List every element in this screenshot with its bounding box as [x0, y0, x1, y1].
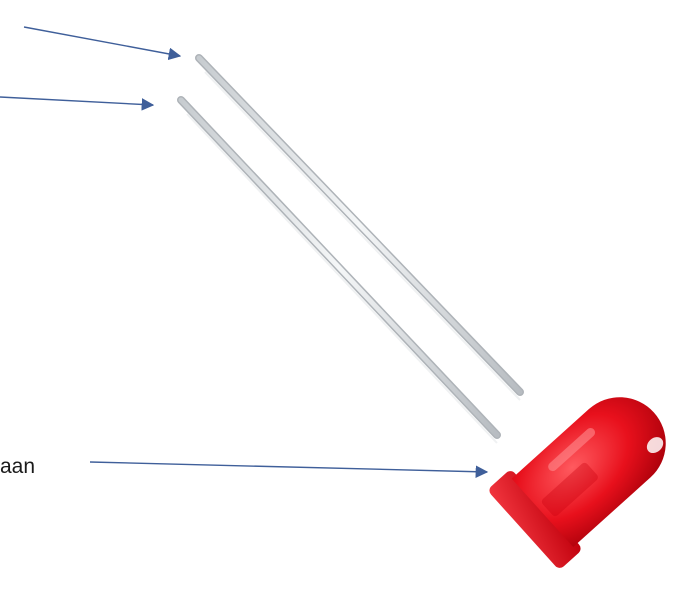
body-label: aan — [0, 455, 35, 479]
arrow-to-cathode — [0, 97, 153, 105]
led-body — [487, 372, 690, 570]
arrow-to-anode — [24, 27, 180, 56]
led-leads — [181, 58, 520, 443]
arrow-to-body — [90, 462, 487, 472]
